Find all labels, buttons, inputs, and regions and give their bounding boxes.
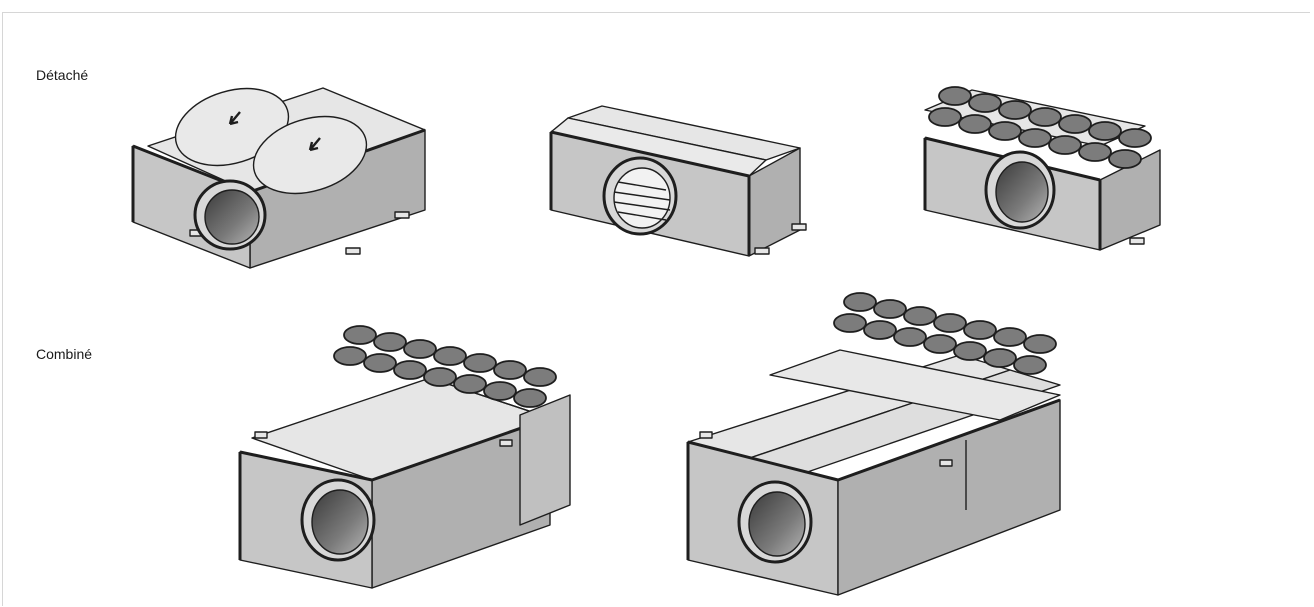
figure-frame [2,12,1310,606]
row-label-detache: Détaché [36,67,89,83]
row-label-combine: Combiné [36,346,93,362]
combined-plenum-double [686,292,1061,596]
plenum-damper [549,105,807,257]
plenum-oval-top [131,87,426,269]
plenum-multi-spigot [923,86,1161,251]
combined-plenum-single [238,325,571,589]
